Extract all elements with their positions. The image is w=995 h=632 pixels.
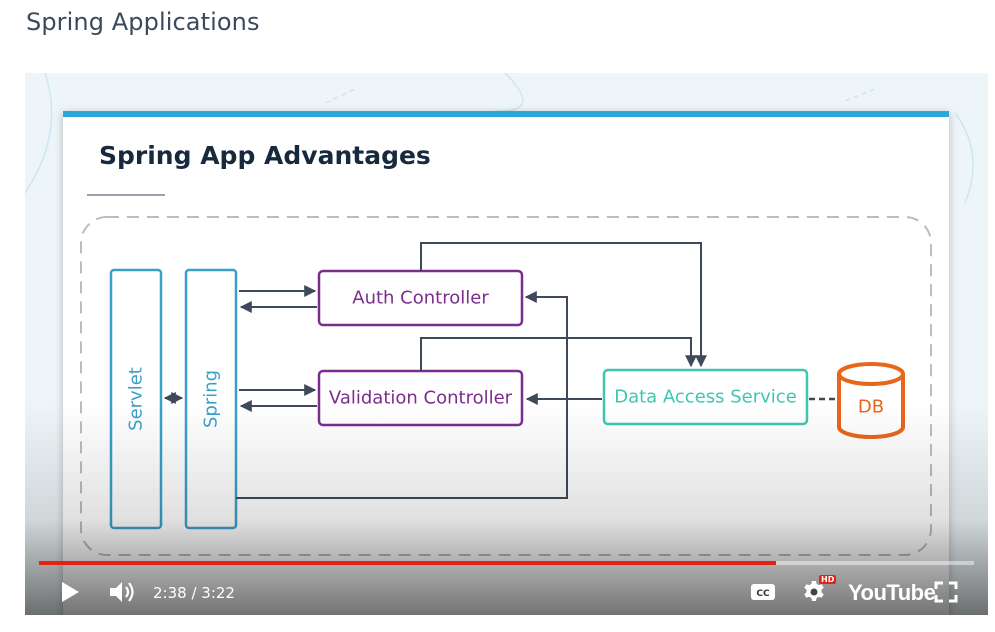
- auth-controller-label: Auth Controller: [352, 288, 489, 309]
- progress-bar[interactable]: [39, 561, 974, 565]
- spring-label: Spring: [201, 370, 222, 428]
- fullscreen-icon: [934, 581, 958, 603]
- captions-icon: CC: [751, 584, 775, 600]
- video-player[interactable]: Spring App Advantages Servlet Spring Aut…: [25, 73, 988, 615]
- title-divider: [87, 194, 165, 196]
- youtube-logo[interactable]: YouTube: [848, 580, 936, 605]
- play-icon: [62, 582, 79, 602]
- background-decoration: [25, 73, 974, 204]
- volume-button[interactable]: [105, 577, 139, 607]
- volume-icon: [110, 582, 134, 602]
- slide-title: Spring App Advantages: [99, 141, 431, 170]
- architecture-diagram: Servlet Spring Auth Controller Validatio…: [80, 216, 932, 556]
- settings-button[interactable]: HD: [799, 575, 837, 607]
- hd-badge: HD: [819, 575, 837, 584]
- progress-played: [39, 561, 776, 565]
- captions-button[interactable]: CC: [749, 577, 777, 607]
- settings-icon: [804, 581, 824, 601]
- fullscreen-button[interactable]: [931, 577, 961, 607]
- svg-text:CC: CC: [756, 589, 770, 599]
- player-controls: 2:38 / 3:22 CC HD YouTube: [25, 569, 988, 615]
- auth-controller-box: Auth Controller: [317, 269, 524, 327]
- duration: 3:22: [201, 584, 235, 602]
- play-button[interactable]: [55, 577, 85, 607]
- current-time: 2:38: [153, 584, 187, 602]
- data-access-label: Data Access Service: [614, 387, 797, 408]
- data-access-service-box: Data Access Service: [602, 368, 809, 426]
- validation-controller-box: Validation Controller: [317, 369, 524, 427]
- page-title: Spring Applications: [26, 8, 260, 36]
- db-cylinder: DB: [837, 362, 905, 439]
- spring-box: Spring: [184, 268, 238, 530]
- slide: Spring App Advantages Servlet Spring Aut…: [63, 111, 949, 615]
- time-separator: /: [186, 584, 202, 602]
- time-display: 2:38 / 3:22: [153, 584, 235, 602]
- db-label: DB: [858, 397, 884, 418]
- servlet-box: Servlet: [109, 268, 163, 530]
- servlet-label: Servlet: [126, 367, 147, 431]
- connector-arrows: [236, 242, 707, 499]
- validation-controller-label: Validation Controller: [329, 388, 513, 409]
